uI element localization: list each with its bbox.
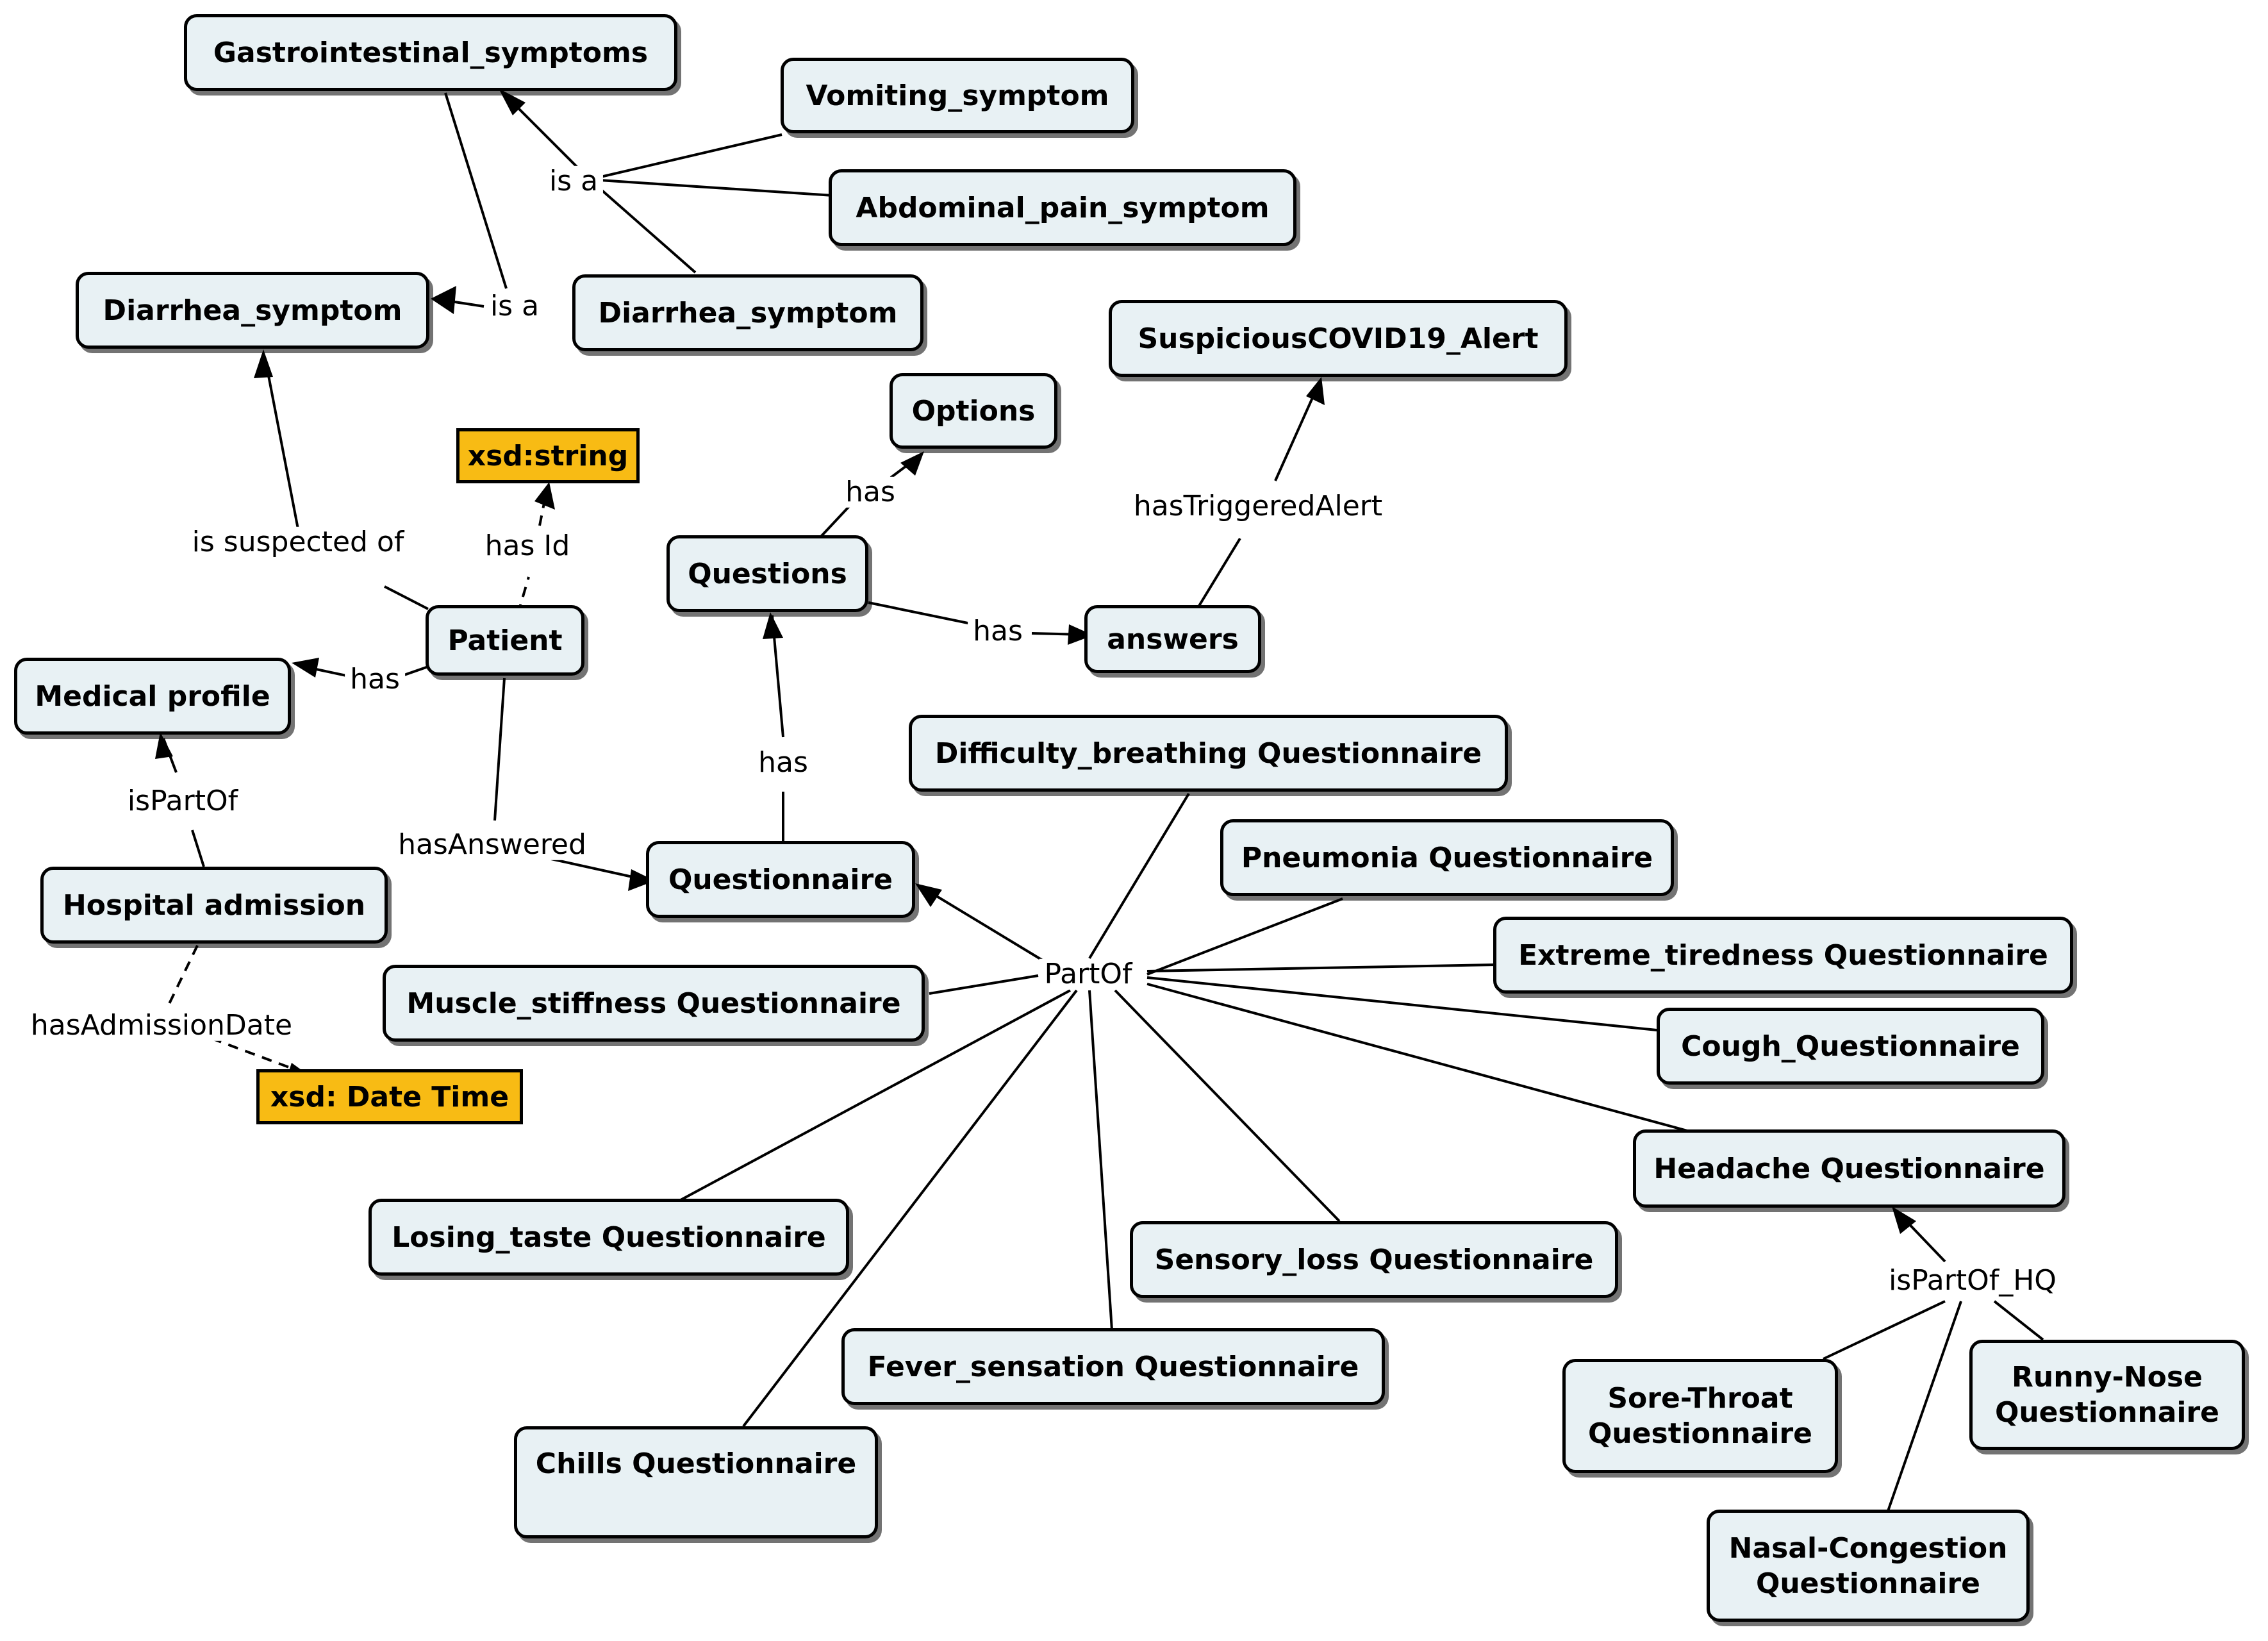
muscle-stiffness-questionnaire-node[interactable]: Muscle_stiffness Questionnaire [383,965,925,1042]
diarrhea-symptom-node-left[interactable]: Diarrhea_symptom [76,272,429,349]
difficulty-breathing-questionnaire-node[interactable]: Difficulty_breathing Questionnaire [909,715,1508,792]
node-label: Questions [688,557,847,590]
patient-node[interactable]: Patient [426,605,584,676]
edge-label-has-triggered-alert: hasTriggeredAlert [1128,490,1388,522]
node-label: Pneumonia Questionnaire [1241,841,1653,874]
questions-node[interactable]: Questions [666,535,868,612]
edge-label-is-a-lower: is a [484,290,545,322]
edge-label-is-a-upper: is a [543,165,604,197]
node-label: xsd:string [467,439,629,472]
sensory-loss-questionnaire-node[interactable]: Sensory_loss Questionnaire [1130,1221,1618,1298]
node-label: Muscle_stiffness Questionnaire [406,987,901,1020]
medical-profile-node[interactable]: Medical profile [14,658,291,735]
node-label: Diarrhea_symptom [103,294,402,327]
edge-label-part-of: PartOf [1039,958,1138,990]
node-label: Headache Questionnaire [1653,1152,2045,1185]
sore-throat-questionnaire-node[interactable]: Sore-Throat Questionnaire [1562,1359,1838,1473]
node-label: Difficulty_breathing Questionnaire [934,737,1482,770]
edge-label-is-part-of: isPartOf [122,785,244,817]
node-label: Sensory_loss Questionnaire [1154,1243,1594,1276]
node-label: Sore-Throat Questionnaire [1587,1382,1813,1450]
suspicious-covid19-alert-node[interactable]: SuspiciousCOVID19_Alert [1109,300,1568,377]
node-label: Questionnaire [668,863,893,896]
chills-questionnaire-node[interactable]: Chills Questionnaire [514,1426,878,1538]
node-label: Medical profile [35,679,270,713]
node-label: Hospital admission [62,888,366,922]
diarrhea-symptom-node-middle[interactable]: Diarrhea_symptom [572,274,923,351]
losing-taste-questionnaire-node[interactable]: Losing_taste Questionnaire [368,1199,849,1276]
headache-questionnaire-node[interactable]: Headache Questionnaire [1633,1129,2065,1208]
edge-label-has-answered: hasAnswered [393,829,592,861]
xsd-string-literal: xsd:string [456,428,640,483]
edge-label-has-admission-date: hasAdmissionDate [25,1010,298,1042]
node-label: Extreme_tiredness Questionnaire [1518,938,2048,972]
node-label: answers [1107,622,1239,656]
fever-sensation-questionnaire-node[interactable]: Fever_sensation Questionnaire [841,1328,1385,1405]
node-label: SuspiciousCOVID19_Alert [1138,322,1539,355]
node-label: Runny-Nose Questionnaire [1994,1361,2220,1429]
edge-label-is-suspected-of: is suspected of [186,526,410,558]
node-label: Chills Questionnaire [535,1447,857,1480]
node-label: Losing_taste Questionnaire [392,1220,826,1254]
runny-nose-questionnaire-node[interactable]: Runny-Nose Questionnaire [1969,1340,2245,1450]
node-label: Options [911,394,1036,428]
connector-lines [162,92,2044,1513]
node-label: Abdominal_pain_symptom [856,191,1270,224]
edge-label-is-part-of-hq: isPartOf_HQ [1883,1265,2062,1297]
edge-label-has-medical-profile: has [345,663,405,696]
hospital-admission-node[interactable]: Hospital admission [40,867,388,944]
node-label: Fever_sensation Questionnaire [867,1350,1359,1383]
answers-node[interactable]: answers [1084,605,1261,673]
vomiting-symptom-node[interactable]: Vomiting_symptom [781,58,1134,133]
node-label: Diarrhea_symptom [598,296,898,329]
edge-label-has-questions: has [753,747,813,779]
extreme-tiredness-questionnaire-node[interactable]: Extreme_tiredness Questionnaire [1493,917,2073,994]
node-label: xsd: Date Time [270,1080,509,1113]
cough-questionnaire-node[interactable]: Cough_Questionnaire [1657,1008,2044,1085]
options-node[interactable]: Options [890,373,1057,449]
edge-label-has-id: has Id [479,530,575,562]
node-label: Cough_Questionnaire [1681,1029,2020,1063]
arrowheads [155,88,1916,1234]
pneumonia-questionnaire-node[interactable]: Pneumonia Questionnaire [1220,819,1674,896]
nasal-congestion-questionnaire-node[interactable]: Nasal-Congestion Questionnaire [1707,1510,2030,1622]
questionnaire-node[interactable]: Questionnaire [646,841,915,918]
xsd-datetime-literal: xsd: Date Time [256,1069,523,1124]
node-label: Nasal-Congestion Questionnaire [1728,1531,2008,1600]
edge-label-has-options: has [840,476,900,508]
gastrointestinal-symptoms-node[interactable]: Gastrointestinal_symptoms [184,14,677,91]
node-label: Gastrointestinal_symptoms [213,36,649,69]
node-label: Vomiting_symptom [806,79,1109,112]
edge-label-has-answers: has [968,615,1028,647]
abdominal-pain-symptom-node[interactable]: Abdominal_pain_symptom [829,169,1296,246]
node-label: Patient [447,624,563,657]
